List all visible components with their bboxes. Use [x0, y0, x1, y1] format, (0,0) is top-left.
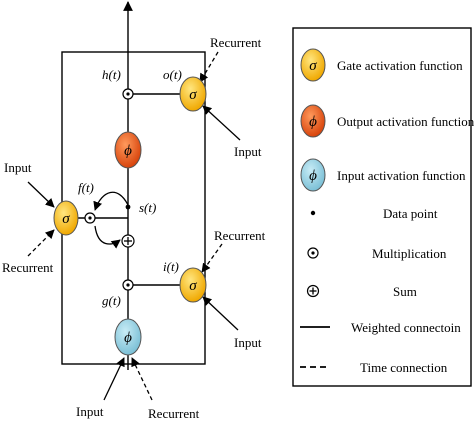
input-circle-icon: ϕ [300, 158, 326, 192]
gate-icon-symbol: σ [309, 58, 317, 74]
output-gate-recurrent-label: Recurrent [210, 35, 262, 50]
output-gate-symbol: σ [189, 87, 197, 103]
state-loop-arc-bottom [94, 225, 121, 249]
forget-multiplication-node [84, 212, 96, 224]
input-gate-recurrent-label: Recurrent [214, 228, 266, 243]
input-gate-input-arrow [202, 296, 239, 331]
state-data-point [125, 204, 131, 210]
input-multiplication-node [122, 279, 134, 291]
label-i: i(t) [163, 259, 179, 274]
forget-gate-recurrent-label: Recurrent [2, 260, 54, 275]
output-multiplication-node [122, 88, 134, 100]
forget-gate-recurrent-arrow [27, 229, 55, 257]
sum-node [121, 234, 135, 248]
legend-frame [292, 27, 472, 387]
input-gate-recurrent-arrow [201, 243, 223, 273]
forget-gate-input-label: Input [4, 160, 32, 175]
label-s: s(t) [139, 200, 156, 215]
input-gate-symbol: σ [189, 278, 197, 294]
legend-label-time: Time connection [360, 360, 448, 375]
input-activation-node: ϕ [114, 318, 142, 356]
circled-plus-icon [306, 284, 320, 298]
cell-recurrent-arrow [131, 357, 153, 401]
circled-dot-icon [307, 247, 319, 259]
output-activation-node: ϕ [114, 131, 142, 169]
gate-circle-icon: σ [300, 48, 326, 82]
input-activation-symbol: ϕ [124, 330, 132, 346]
cell-input-arrow [103, 357, 125, 401]
cell-recurrent-label: Recurrent [148, 406, 200, 421]
legend-label-gate: Gate activation function [337, 58, 463, 73]
output-icon-symbol: ϕ [309, 114, 317, 130]
legend: σ Gate activation function ϕ Output acti… [292, 27, 474, 387]
legend-label-weighted: Weighted connectoin [351, 320, 461, 335]
label-g: g(t) [102, 293, 121, 308]
state-loop-arc-top [93, 191, 129, 211]
input-gate-node: σ [179, 267, 207, 303]
output-gate-recurrent-arrow [199, 51, 219, 83]
forget-gate-node: σ [53, 200, 79, 236]
label-f: f(t) [78, 180, 94, 195]
label-h: h(t) [102, 67, 121, 82]
input-gate-input-label: Input [234, 335, 262, 350]
legend-label-sum: Sum [393, 284, 417, 299]
label-o: o(t) [163, 67, 182, 82]
output-gate-input-label: Input [234, 144, 262, 159]
forget-gate-symbol: σ [62, 211, 70, 227]
output-gate-node: σ [179, 76, 207, 112]
forget-gate-input-arrow [27, 181, 55, 208]
legend-label-output: Output activation function [337, 114, 474, 129]
output-gate-input-arrow [202, 105, 241, 141]
output-circle-icon: ϕ [300, 104, 326, 138]
dot-icon [310, 210, 316, 216]
legend-label-multiplication: Multiplication [372, 246, 447, 261]
input-icon-symbol: ϕ [309, 168, 317, 184]
output-activation-symbol: ϕ [124, 143, 132, 159]
legend-label-input: Input activation function [337, 168, 466, 183]
cell-input-label: Input [76, 404, 104, 419]
legend-label-data-point: Data point [383, 206, 438, 221]
